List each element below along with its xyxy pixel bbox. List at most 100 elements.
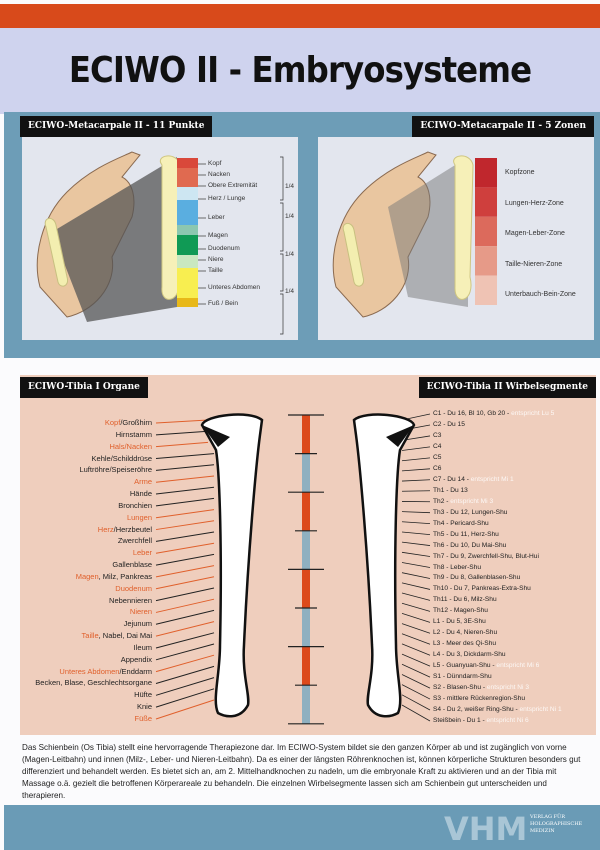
scale-segment: [302, 453, 310, 493]
organ-label: Taille, Nabel, Dai Mai: [82, 631, 152, 640]
segment-label: Th7 - Du 9, Zwerchfell-Shu, Blut-Hui: [433, 553, 539, 560]
point-label: Niere: [208, 256, 224, 263]
point-label: Herz / Lunge: [208, 195, 246, 202]
segment-text: C6: [433, 464, 442, 472]
zone-color-bar: [475, 158, 497, 188]
organ-leader-line: [155, 441, 209, 448]
organ-leader-line: [155, 542, 215, 554]
organ-text: Appendix: [120, 654, 152, 664]
segment-label: Th12 - Magen-Shu: [433, 607, 488, 614]
quarter-label: 1/4: [285, 183, 295, 190]
organ-leader-line: [155, 520, 215, 531]
segment-text: Th10 - Du 7, Pankreas-Extra-Shu: [433, 585, 531, 593]
segment-label: S1 - Dünndarm-Shu: [433, 673, 492, 680]
organ-label: Jejunum: [124, 619, 152, 628]
zone-label: Magen-Leber-Zone: [505, 230, 565, 238]
scale-segment: [302, 569, 310, 608]
segment-text: Th11 - Du 6, Milz-Shu: [433, 596, 497, 604]
segment-label: L3 - Meer des Qi-Shu: [433, 640, 496, 647]
segment-leader-line: [401, 562, 431, 568]
organ-leader-line: [155, 699, 215, 720]
publisher-logo: VHM VERLAG FÜR HOLOGRAPHISCHE MEDIZIN: [444, 810, 594, 850]
segment-correspondence: entspricht Lu 5: [511, 410, 555, 417]
segment-label: Th3 - Du 12, Lungen-Shu: [433, 509, 507, 516]
segment-leader-line: [401, 479, 431, 482]
segment-leader-line: [401, 684, 431, 700]
segment-label: S2 - Blasen-Shu - entspricht Ni 3: [433, 684, 529, 691]
color-zone-bar: [177, 235, 198, 255]
segment-leader-line: [401, 511, 431, 514]
segment-label: L5 - Guanyuan-Shu - entspricht Mi 6: [433, 662, 539, 669]
organ-text: Ileum: [133, 642, 152, 652]
segment-leader-line: [401, 446, 431, 451]
organ-highlight: Lungen: [126, 512, 152, 522]
organ-text: Bronchien: [118, 500, 152, 510]
organ-text: Knie: [136, 702, 152, 712]
segment-text: S4 - Du 2, weißer Ring-Shu -: [433, 706, 520, 714]
organ-text: Nebennieren: [109, 595, 152, 605]
segment-text: Th1 - Du 13: [433, 486, 468, 494]
organ-leader-line: [155, 553, 215, 566]
logo-mark: VHM: [444, 810, 528, 848]
organ-label: Bronchien: [118, 501, 152, 510]
segment-text: C5: [433, 453, 442, 461]
organ-highlight: Nieren: [129, 607, 152, 617]
organ-leader-line: [155, 453, 215, 460]
organ-label: Duodenum: [115, 584, 152, 593]
color-zone-bar: [177, 187, 198, 200]
segment-leader-line: [401, 457, 431, 462]
segment-label: C3: [433, 432, 441, 439]
organ-label: Herz/Herzbeutel: [98, 525, 152, 534]
organ-highlight: Taille: [81, 631, 99, 641]
segment-text: C3: [433, 431, 442, 439]
organ-highlight: Hals/Nacken: [109, 441, 152, 451]
segment-label: Th6 - Du 10, Du Mai-Shu: [433, 542, 506, 549]
organ-highlight: Arme: [134, 477, 152, 487]
hand-bone-illustration: [332, 151, 497, 318]
organ-label: Knie: [137, 702, 152, 711]
organ-label: Becken, Blase, Geschlechtsorgane: [35, 678, 152, 687]
segment-correspondence: entspricht Mi 1: [470, 475, 514, 483]
point-label: Unteres Abdomen: [208, 284, 261, 291]
organ-text: /Großhirn: [120, 418, 152, 427]
scale-segment: [302, 530, 310, 570]
segment-label: Th8 - Leber-Shu: [433, 564, 481, 571]
segment-correspondence: entspricht Mi 6: [496, 662, 540, 670]
segment-text: Steißbein - Du 1 -: [433, 717, 487, 724]
zone-color-bar: [475, 275, 497, 305]
segment-text: C1 - Du 16, Bl 10, Gb 20 -: [433, 410, 512, 417]
organ-text: /Enddarm: [119, 666, 152, 676]
segment-text: Th8 - Leber-Shu: [433, 563, 482, 571]
segment-leader-line: [401, 521, 431, 525]
zone-color-bar: [475, 187, 497, 217]
segment-label: Th5 - Du 11, Herz-Shu: [433, 531, 499, 538]
organ-highlight: Kopf: [104, 418, 121, 427]
organ-label: Nebennieren: [109, 596, 152, 605]
organ-label: Ileum: [134, 643, 152, 652]
organ-label: Hals/Nacken: [109, 442, 152, 451]
scale-segment: [302, 685, 310, 724]
organ-label: Gallenblase: [112, 560, 152, 569]
organ-leader-line: [155, 598, 215, 613]
organ-leader-line: [155, 475, 215, 483]
color-zone-bar: [177, 158, 198, 168]
segment-label: Th11 - Du 6, Milz-Shu: [433, 596, 497, 603]
segment-text: S2 - Blasen-Shu -: [433, 684, 487, 692]
segment-leader-line: [401, 623, 431, 634]
segment-leader-line: [401, 572, 431, 579]
organ-text: , Milz, Pankreas: [98, 571, 152, 581]
segment-label: Th10 - Du 7, Pankreas-Extra-Shu: [433, 585, 531, 592]
metacarpale-5-zones-panel: [318, 137, 594, 340]
organ-text: Hände: [129, 489, 152, 499]
organ-leader-line: [155, 576, 215, 590]
organ-leader-line: [155, 587, 215, 602]
segment-leader-line: [401, 551, 431, 557]
organ-label: Lungen: [127, 513, 152, 522]
metacarpale-11-points-panel: [22, 137, 298, 340]
organ-highlight: Magen: [75, 571, 99, 581]
organ-leader-line: [155, 688, 215, 708]
segment-correspondence: entspricht Ni 3: [486, 684, 530, 692]
zone-color-bar: [475, 216, 497, 247]
zone-label: Lungen-Herz-Zone: [505, 199, 564, 207]
organ-label: Arme: [134, 477, 152, 486]
